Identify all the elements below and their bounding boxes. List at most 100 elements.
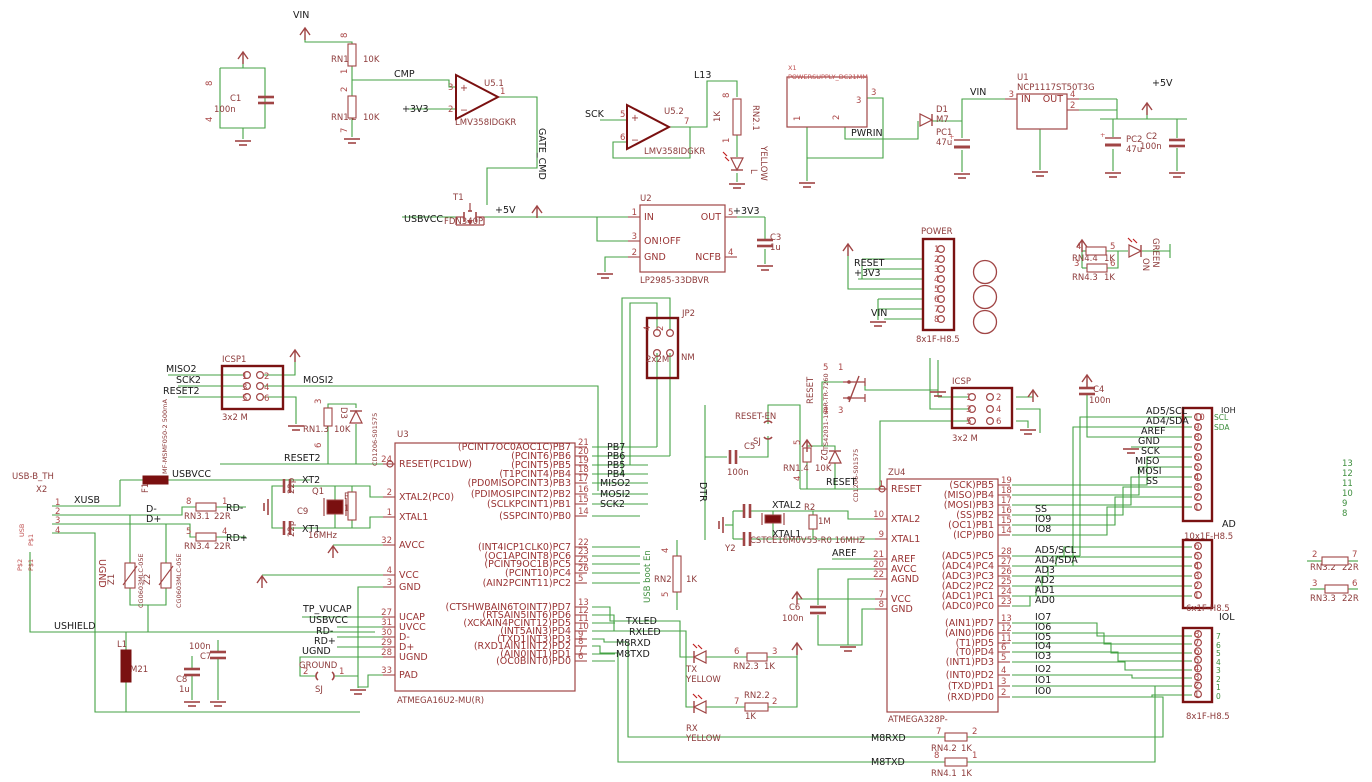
label-10k: 10K — [334, 425, 351, 435]
power-arrow-icon — [531, 204, 543, 218]
label-sj: SJ — [753, 437, 761, 447]
pin-name-pcint10-pc4: (PCINT10)PC4 — [505, 568, 571, 579]
pin-number: 28 — [381, 648, 392, 658]
label-usb-boot-en: USB boot En — [643, 550, 653, 603]
label-io4: IO4 — [1035, 641, 1051, 652]
pin-number: 27 — [381, 608, 392, 618]
label-gnd: GND — [1138, 436, 1160, 447]
power-arrow-icon — [791, 641, 803, 655]
power-pins-pin-circle — [936, 315, 945, 324]
pin-number: 3 — [387, 578, 392, 588]
pin-name-icp-pb0: (ICP)PB0 — [953, 530, 994, 541]
label-mosi2: MOSI2 — [303, 375, 334, 386]
label-y2: Y2 — [724, 544, 736, 554]
wire — [592, 645, 945, 763]
wire — [1012, 661, 1192, 671]
pin-name-out: OUT — [1043, 94, 1063, 105]
label-rd: RD+ — [226, 533, 248, 544]
pin-number: 13 — [578, 598, 589, 608]
label-47u: 47u — [1126, 145, 1142, 155]
wire — [1012, 694, 1192, 698]
button-symbol — [847, 380, 851, 384]
label-3: 3 — [314, 399, 324, 404]
label-l: L — [748, 169, 758, 174]
label-aref: AREF — [832, 548, 857, 559]
pin-name-int0-pd2: (INT0)PD2 — [946, 670, 994, 681]
label-1k: 1K — [1104, 273, 1115, 283]
pin-name-in: IN — [1021, 94, 1031, 105]
label-jp2: JP2 — [681, 309, 695, 319]
ic-ref-u1: U1 — [1017, 73, 1029, 83]
wire — [767, 404, 801, 489]
led-arrows-icon — [722, 151, 730, 162]
crystal-symbol — [764, 514, 782, 524]
label-pc1: PC1 — [936, 128, 952, 138]
label-ad0: AD0 — [1035, 595, 1055, 606]
wire — [1063, 546, 1192, 556]
wire — [52, 480, 121, 507]
label-1u: 1u — [179, 685, 190, 695]
resistor-symbol — [746, 652, 768, 662]
label-ugnd: UGND — [302, 646, 331, 657]
wire — [1012, 506, 1192, 536]
label-5: 5 — [661, 592, 671, 597]
ic-part-u2: LP2985-33DBVR — [640, 276, 709, 286]
label-p-1: P$1 — [27, 534, 35, 546]
label-5: 5 — [966, 417, 971, 427]
mosfet-symbol — [467, 220, 473, 225]
wire — [817, 615, 848, 646]
resistor-symbol — [347, 491, 357, 521]
label-100n: 100n — [1140, 142, 1162, 152]
label-2: 2 — [996, 393, 1001, 403]
pin-number: 32 — [381, 536, 392, 546]
icsp-pins-pin-circle — [985, 393, 994, 402]
power-pins-pin-circle — [936, 245, 945, 254]
ioh-pins-pin-circle — [1193, 493, 1202, 502]
icsp-pins-pin-circle — [967, 417, 976, 426]
opamp-plus: + — [460, 83, 468, 94]
label-1: 1 — [966, 393, 971, 403]
pin-name-ctshwbain6toint7-pd7: (CTSHWBAIN6TOINT7)PD7 — [445, 602, 571, 613]
label-4: 4 — [55, 526, 60, 536]
diode-symbol — [919, 113, 934, 127]
diode-symbol — [349, 409, 363, 424]
pin-name-agnd: AGND — [891, 574, 919, 585]
power-arrow-icon — [1076, 238, 1088, 252]
pin-number: 23 — [1001, 597, 1012, 607]
label-1: 1 — [722, 138, 732, 143]
label-cd1206-s01575: CD1206-S01575 — [852, 449, 860, 502]
wire — [604, 256, 628, 272]
pin-name-avcc: AVCC — [891, 564, 917, 575]
wire — [1055, 556, 1192, 566]
pin-name-d: D+ — [399, 642, 414, 653]
resistor-symbol — [195, 502, 217, 512]
label-1: 1 — [1194, 503, 1199, 513]
label-5: 5 — [620, 110, 625, 120]
label-ts42031-160r-tr-7260: TS42031-160R-TR-7260 — [822, 373, 830, 451]
label-usbvcc: USBVCC — [172, 469, 211, 480]
wire — [592, 614, 694, 708]
led-arrows-icon — [692, 643, 703, 650]
pin-name-sclkpcint1-pb1: (SCLKPCINT1)PB1 — [487, 499, 571, 510]
label-4: 4 — [1194, 664, 1199, 674]
icsp1-pins-pin-circle — [243, 393, 252, 402]
pin-number: 20 — [873, 560, 884, 570]
opamp-minus: − — [460, 105, 468, 116]
label-4: 4 — [793, 476, 803, 481]
pin-name-reset: RESET — [891, 484, 922, 495]
ioh-pins-pin-circle — [1193, 483, 1202, 492]
label-io1: IO1 — [1035, 675, 1051, 686]
pin-number: 9 — [879, 530, 884, 540]
label-pb4: PB4 — [607, 469, 625, 480]
pin-number: 18 — [578, 465, 589, 475]
pin-name-pcint5-pb5: (PCINT5)PB5 — [511, 460, 571, 471]
label-d: D- — [146, 504, 157, 515]
label-3: 3 — [838, 406, 843, 416]
label-rn2-1: RN2.1 — [750, 105, 760, 131]
label-rn3-4: RN3.4 — [184, 542, 210, 552]
label-5: 5 — [186, 527, 191, 537]
pin-name-t1-pd5: (T1)PD5 — [956, 638, 994, 649]
pin-number: 21 — [873, 550, 884, 560]
label-1k: 1K — [764, 662, 775, 672]
label-1k: 1K — [713, 111, 723, 122]
